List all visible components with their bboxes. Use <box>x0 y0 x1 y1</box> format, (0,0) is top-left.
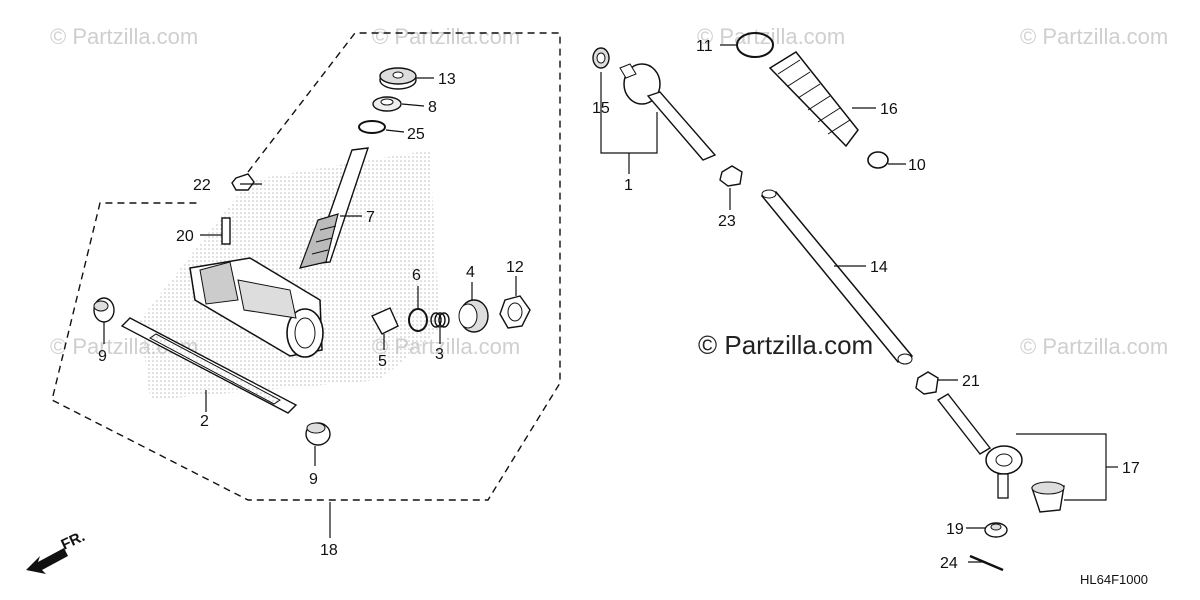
callout-16: 16 <box>880 101 898 118</box>
callout-11: 11 <box>696 38 713 55</box>
part-3-spring[interactable] <box>430 312 450 328</box>
part-19-castle-nut[interactable] <box>984 522 1008 538</box>
part-14-tube[interactable] <box>760 189 914 365</box>
part-2-rack[interactable] <box>120 317 298 414</box>
front-direction-arrow: FR. <box>26 528 88 574</box>
callout-19: 19 <box>946 521 964 538</box>
part-1-inner-tie-rod[interactable] <box>619 63 717 161</box>
part-4-adjusting-screw[interactable] <box>458 299 489 333</box>
watermark: © Partzilla.com <box>1020 24 1169 49</box>
callout-9-right: 9 <box>309 471 318 488</box>
callout-5: 5 <box>378 353 387 370</box>
part-6-o-ring[interactable] <box>408 308 428 332</box>
callout-21: 21 <box>962 373 980 390</box>
background-shading <box>140 150 440 400</box>
part-21-nut[interactable] <box>915 371 939 395</box>
part-9-bushing-left[interactable] <box>93 297 115 323</box>
callout-24: 24 <box>940 555 958 572</box>
callout-8: 8 <box>428 99 437 116</box>
callout-2: 2 <box>200 413 209 430</box>
part-17-tie-rod-end[interactable] <box>936 393 1065 513</box>
watermark: © Partzilla.com <box>50 24 199 49</box>
callout-6: 6 <box>412 267 421 284</box>
part-16-boot[interactable] <box>768 51 859 148</box>
part-8-bearing[interactable] <box>372 96 402 112</box>
callout-1: 1 <box>624 177 633 194</box>
callout-25: 25 <box>407 126 425 143</box>
callout-17: 17 <box>1122 460 1140 477</box>
part-22-nut[interactable] <box>231 173 255 191</box>
callout-23: 23 <box>718 213 736 230</box>
diagram-code: HL64F1000 <box>1080 572 1148 587</box>
callout-18: 18 <box>320 542 338 559</box>
leader-lines <box>103 44 1118 563</box>
part-20-stud[interactable] <box>221 217 231 245</box>
callout-7: 7 <box>366 209 375 226</box>
front-label: FR. <box>59 528 88 554</box>
callout-20: 20 <box>176 228 194 245</box>
callout-15: 15 <box>592 100 610 117</box>
callout-labels: 13 8 25 22 7 20 9 2 9 5 6 3 4 12 18 15 1… <box>98 38 1140 572</box>
part-5-rack-guide[interactable] <box>371 307 399 335</box>
part-12-lock-nut[interactable] <box>499 295 531 329</box>
watermark: © Partzilla.com <box>372 24 521 49</box>
part-25-snap-ring[interactable] <box>358 120 386 134</box>
part-15-lock-nut[interactable] <box>592 47 610 69</box>
part-10-clip[interactable] <box>867 151 889 169</box>
callout-14: 14 <box>870 259 888 276</box>
part-23-nut[interactable] <box>719 165 743 187</box>
callout-3: 3 <box>435 346 444 363</box>
callout-9-left: 9 <box>98 348 107 365</box>
callout-10: 10 <box>908 157 926 174</box>
callout-22: 22 <box>193 177 211 194</box>
assembly-outline <box>51 32 561 501</box>
part-24-cotter-pin[interactable] <box>969 554 1004 572</box>
part-11-band[interactable] <box>736 32 774 58</box>
gear-housing[interactable] <box>189 257 324 358</box>
part-7-pinion-shaft[interactable] <box>299 147 370 269</box>
watermark: © Partzilla.com <box>1020 334 1169 359</box>
center-watermark: © Partzilla.com <box>698 330 874 360</box>
callout-4: 4 <box>466 264 475 281</box>
callout-12: 12 <box>506 259 524 276</box>
part-13-mount[interactable] <box>379 67 417 90</box>
callout-13: 13 <box>438 71 456 88</box>
part-9-bushing-right[interactable] <box>305 422 331 446</box>
